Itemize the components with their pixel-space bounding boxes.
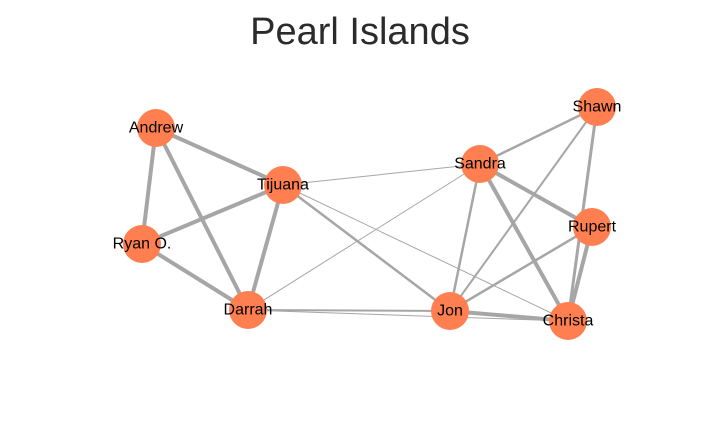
node-label-shawn: Shawn bbox=[573, 99, 622, 116]
edge-layer bbox=[140, 105, 599, 323]
node-rupert: Rupert bbox=[568, 208, 617, 246]
node-label-sandra: Sandra bbox=[454, 156, 506, 173]
edge-sandra-shawn bbox=[478, 105, 599, 166]
edge-darrah-sandra bbox=[247, 163, 481, 311]
node-christa: Christa bbox=[543, 302, 594, 340]
edge-tijuana-darrah bbox=[246, 183, 285, 312]
edge-sandra-jon bbox=[448, 162, 482, 313]
edge-tijuana-christa bbox=[282, 184, 569, 322]
edge-darrah-jon bbox=[247, 309, 451, 312]
node-label-jon: Jon bbox=[437, 303, 463, 320]
edge-ryan-darrah bbox=[140, 242, 250, 312]
edge-sandra-rupert bbox=[478, 162, 594, 229]
node-tijuana: Tijuana bbox=[257, 166, 309, 204]
node-circle-shawn bbox=[578, 88, 616, 126]
node-label-ryan: Ryan O. bbox=[113, 236, 172, 253]
node-jon: Jon bbox=[431, 292, 469, 330]
node-label-rupert: Rupert bbox=[568, 219, 617, 236]
edge-rupert-jon bbox=[448, 225, 594, 313]
node-label-christa: Christa bbox=[543, 313, 594, 330]
edge-tijuana-jon bbox=[281, 183, 452, 313]
node-circle-darrah bbox=[229, 291, 267, 329]
node-label-darrah: Darrah bbox=[224, 302, 273, 319]
edge-darrah-christa bbox=[247, 309, 569, 322]
node-circle-ryan bbox=[123, 225, 161, 263]
node-shawn: Shawn bbox=[573, 88, 622, 126]
node-circle-andrew bbox=[137, 109, 175, 147]
node-sandra: Sandra bbox=[454, 145, 506, 183]
node-circle-rupert bbox=[573, 208, 611, 246]
edge-sandra-christa bbox=[478, 162, 570, 323]
edge-andrew-tijuana bbox=[154, 126, 285, 187]
node-andrew: Andrew bbox=[129, 109, 184, 147]
node-circle-christa bbox=[549, 302, 587, 340]
node-darrah: Darrah bbox=[224, 291, 273, 329]
edge-jon-christa bbox=[448, 309, 570, 323]
node-label-tijuana: Tijuana bbox=[257, 177, 309, 194]
node-ryan: Ryan O. bbox=[113, 225, 172, 263]
edge-andrew-ryan bbox=[140, 126, 158, 246]
node-label-andrew: Andrew bbox=[129, 120, 184, 137]
edge-tijuana-ryan bbox=[140, 183, 285, 246]
node-circle-jon bbox=[431, 292, 469, 330]
edge-tijuana-sandra bbox=[282, 163, 481, 186]
node-circle-sandra bbox=[461, 145, 499, 183]
node-circle-tijuana bbox=[264, 166, 302, 204]
diagram-title: Pearl Islands bbox=[250, 11, 470, 53]
edge-shawn-jon bbox=[449, 106, 598, 312]
